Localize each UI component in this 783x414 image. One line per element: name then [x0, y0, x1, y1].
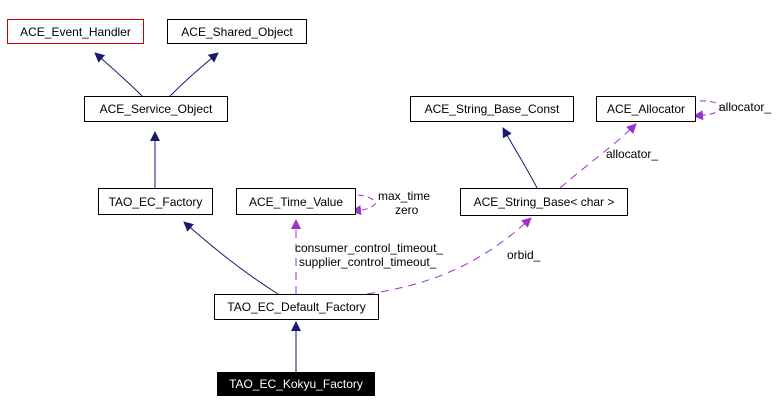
- node-ace-shared-object[interactable]: ACE_Shared_Object: [167, 19, 307, 44]
- label-orbid: orbid_: [507, 248, 541, 262]
- edge-service-to-event-handler: [94, 52, 143, 97]
- node-tao-ec-factory[interactable]: TAO_EC_Factory: [98, 188, 213, 215]
- node-ace-string-base-const[interactable]: ACE_String_Base_Const: [410, 96, 574, 122]
- label-allocator-member: allocator_: [606, 147, 659, 161]
- edge-string-base-to-allocator: [559, 123, 637, 189]
- node-tao-ec-default-factory[interactable]: TAO_EC_Default_Factory: [214, 294, 379, 320]
- edge-service-to-shared-object: [169, 52, 219, 97]
- label-consumer-control-timeout: consumer_control_timeout_: [295, 241, 444, 255]
- label-allocator-self: allocator_: [719, 100, 772, 114]
- label-max-time: max_time: [378, 189, 431, 203]
- edge-default-to-ec-factory: [183, 221, 279, 295]
- node-ace-time-value[interactable]: ACE_Time_Value: [236, 188, 356, 215]
- node-tao-ec-kokyu-factory: TAO_EC_Kokyu_Factory: [217, 372, 375, 396]
- edge-time-value-self: [351, 194, 376, 216]
- label-supplier-control-timeout: supplier_control_timeout_: [299, 255, 437, 269]
- node-ace-allocator[interactable]: ACE_Allocator: [596, 96, 696, 122]
- edge-allocator-self: [693, 100, 721, 121]
- node-ace-string-base-char[interactable]: ACE_String_Base< char >: [460, 188, 628, 216]
- edge-string-base-to-const: [502, 127, 538, 189]
- label-zero: zero: [395, 203, 419, 217]
- edge-default-to-string-base: [366, 217, 532, 295]
- node-ace-service-object[interactable]: ACE_Service_Object: [84, 96, 228, 122]
- node-ace-event-handler[interactable]: ACE_Event_Handler: [7, 19, 144, 44]
